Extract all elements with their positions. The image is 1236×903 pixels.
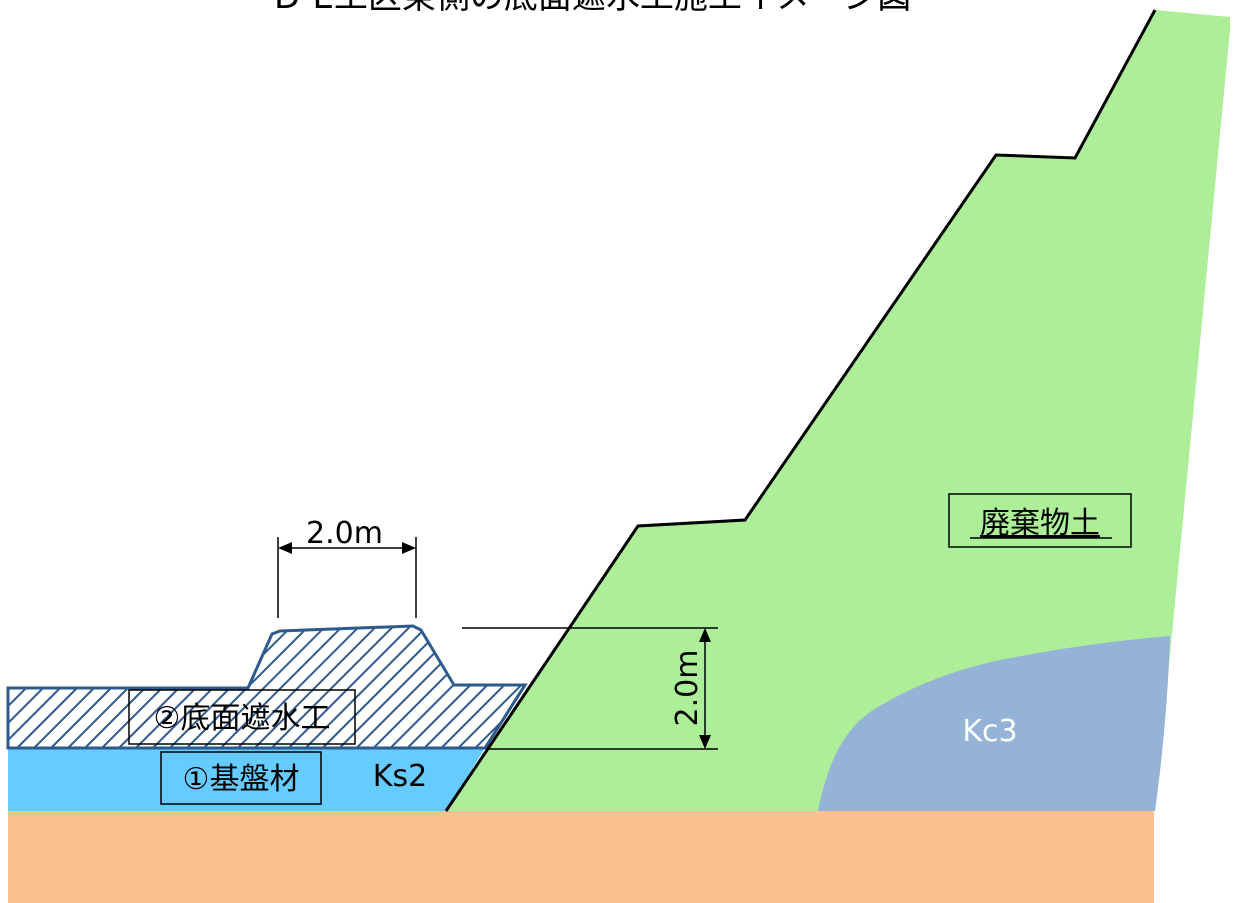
base-material-label-box — [160, 751, 322, 805]
barrier-height-label: 2.0m — [670, 650, 705, 727]
crest-width-arrow-left — [278, 542, 292, 554]
base-material-layer — [8, 748, 485, 811]
ks2-region — [8, 811, 1154, 903]
height-arrow-top — [699, 628, 711, 642]
waste-soil-region — [446, 10, 1230, 811]
bottom-barrier-layer — [6, 624, 528, 750]
height-arrow-bottom — [699, 735, 711, 749]
bottom-barrier-label-box — [128, 689, 356, 745]
excavation-boundary-line — [444, 9, 1157, 812]
crest-width-label: 2.0m — [306, 516, 383, 551]
bottom-barrier-label: ②底面遮水工 — [154, 701, 331, 736]
diagram-title: D-E工区東側の底面遮水工施工イメージ図 — [274, 0, 911, 17]
waste-soil-label: 廃棄物土 — [980, 506, 1100, 541]
waste-soil-label-box — [948, 493, 1132, 548]
kc3-label: Kc3 — [962, 714, 1017, 749]
kc3-region — [818, 636, 1170, 811]
base-material-label: ①基盤材 — [183, 762, 300, 797]
ks2-label: Ks2 — [373, 759, 427, 794]
crest-width-arrow-right — [402, 542, 416, 554]
